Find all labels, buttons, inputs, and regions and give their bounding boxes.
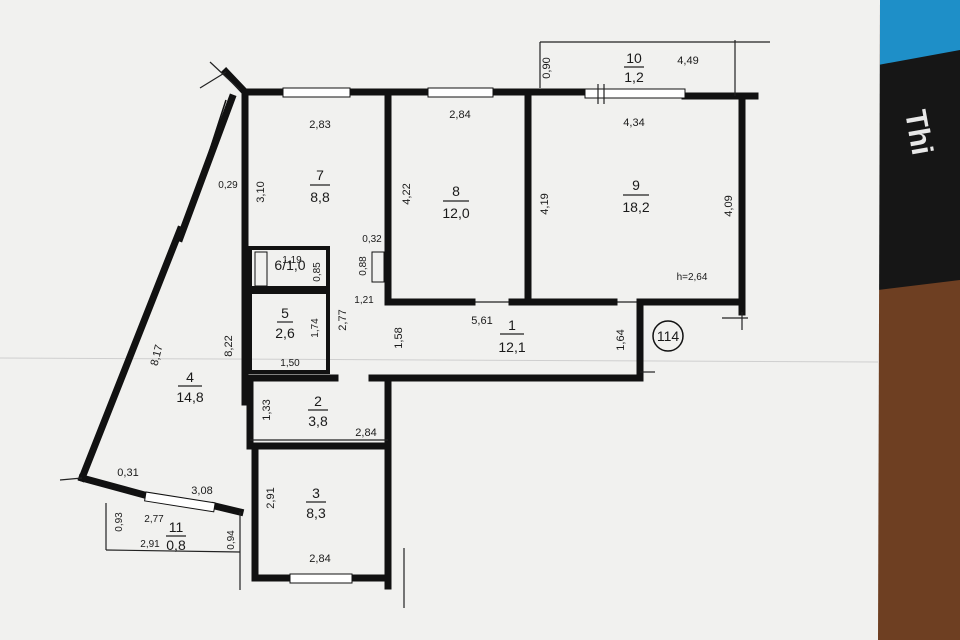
wall-bath	[248, 246, 330, 290]
dim-0-94: 0,94	[226, 530, 237, 550]
vent-icon	[254, 251, 268, 287]
dim-8-22: 8,22	[223, 335, 235, 356]
apartment-number-badge: 114	[657, 328, 680, 344]
dim-2-77-balcony: 2,77	[144, 514, 164, 525]
window-room3	[289, 573, 353, 584]
dim-3-08: 3,08	[191, 485, 212, 497]
room-7-area: 8,8	[310, 189, 330, 205]
wall-loggia-outer	[77, 225, 185, 483]
dim-0-93: 0,93	[114, 512, 125, 532]
vent-icon-2	[371, 251, 385, 283]
window-room8	[427, 87, 494, 98]
room-1-number: 1	[508, 317, 516, 333]
room-11-number: 11	[169, 519, 184, 535]
apartment-badge-circle	[652, 320, 684, 352]
room-3-area: 8,3	[306, 505, 326, 521]
dim-0-85: 0,85	[312, 262, 323, 282]
room-10-number: 10	[626, 50, 642, 66]
dim-0-90: 0,90	[541, 57, 553, 78]
dim-2-91-balcony: 2,91	[140, 539, 160, 550]
room-8-number: 8	[452, 183, 460, 199]
dim-2-91-left: 2,91	[265, 487, 277, 508]
dim-4-22: 4,22	[401, 183, 413, 204]
dim-2-77-top: 2,77	[337, 309, 349, 330]
dim-4-09: 4,09	[723, 195, 735, 216]
dim-1-58: 1,58	[393, 327, 405, 348]
room-11-area: 0,8	[166, 537, 186, 553]
room-7-number: 7	[316, 167, 324, 183]
room-6-area: 6/1,0	[274, 257, 305, 273]
room-8-area: 12,0	[442, 205, 469, 221]
wall-top-left	[221, 67, 287, 96]
laptop-logo-text: Thi	[898, 107, 938, 157]
dim-2-84-mid: 2,84	[355, 427, 376, 439]
window-balcony	[144, 491, 216, 513]
dim-4-19: 4,19	[539, 193, 551, 214]
dim-4-34: 4,34	[623, 117, 644, 129]
dim-0-88: 0,88	[358, 256, 369, 276]
window-room7	[282, 87, 351, 98]
dim-1-21: 1,21	[354, 295, 374, 306]
wall-toilet	[248, 290, 330, 374]
room-5-area: 2,6	[275, 325, 295, 341]
room-3-number: 3	[312, 485, 320, 501]
room-4-area: 14,8	[176, 389, 203, 405]
dim-1-74: 1,74	[310, 318, 321, 338]
dim-2-83: 2,83	[309, 119, 330, 131]
room-1-area: 12,1	[498, 339, 525, 355]
dim-0-31: 0,31	[117, 467, 138, 479]
dim-4-49: 4,49	[677, 55, 698, 67]
dim-0-32: 0,32	[362, 234, 382, 245]
room-9-number: 9	[632, 177, 640, 193]
paper-fold	[0, 357, 879, 363]
dim-1-19: 1,19	[282, 255, 302, 266]
ceiling-height-note: h=2,64	[677, 272, 708, 283]
dim-5-61: 5,61	[471, 315, 492, 327]
dim-1-64: 1,64	[615, 329, 627, 350]
dim-1-50: 1,50	[280, 358, 300, 369]
laptop-corner	[878, 50, 960, 300]
room-9-area: 18,2	[622, 199, 649, 215]
window-room9	[584, 88, 686, 99]
room-4-number: 4	[186, 369, 194, 385]
dim-8-17: 8,17	[149, 343, 166, 367]
dim-2-84-top: 2,84	[449, 109, 470, 121]
room-2-number: 2	[314, 393, 322, 409]
dim-3-10: 3,10	[255, 181, 267, 202]
dim-1-33: 1,33	[261, 399, 273, 420]
room-2-area: 3,8	[308, 413, 328, 429]
dim-2-84-bottom: 2,84	[309, 553, 330, 565]
paper-sheet	[0, 0, 880, 640]
room-10-area: 1,2	[624, 69, 644, 85]
room-5-number: 5	[281, 305, 289, 321]
wooden-table	[878, 280, 960, 640]
dim-0-29: 0,29	[218, 180, 238, 191]
